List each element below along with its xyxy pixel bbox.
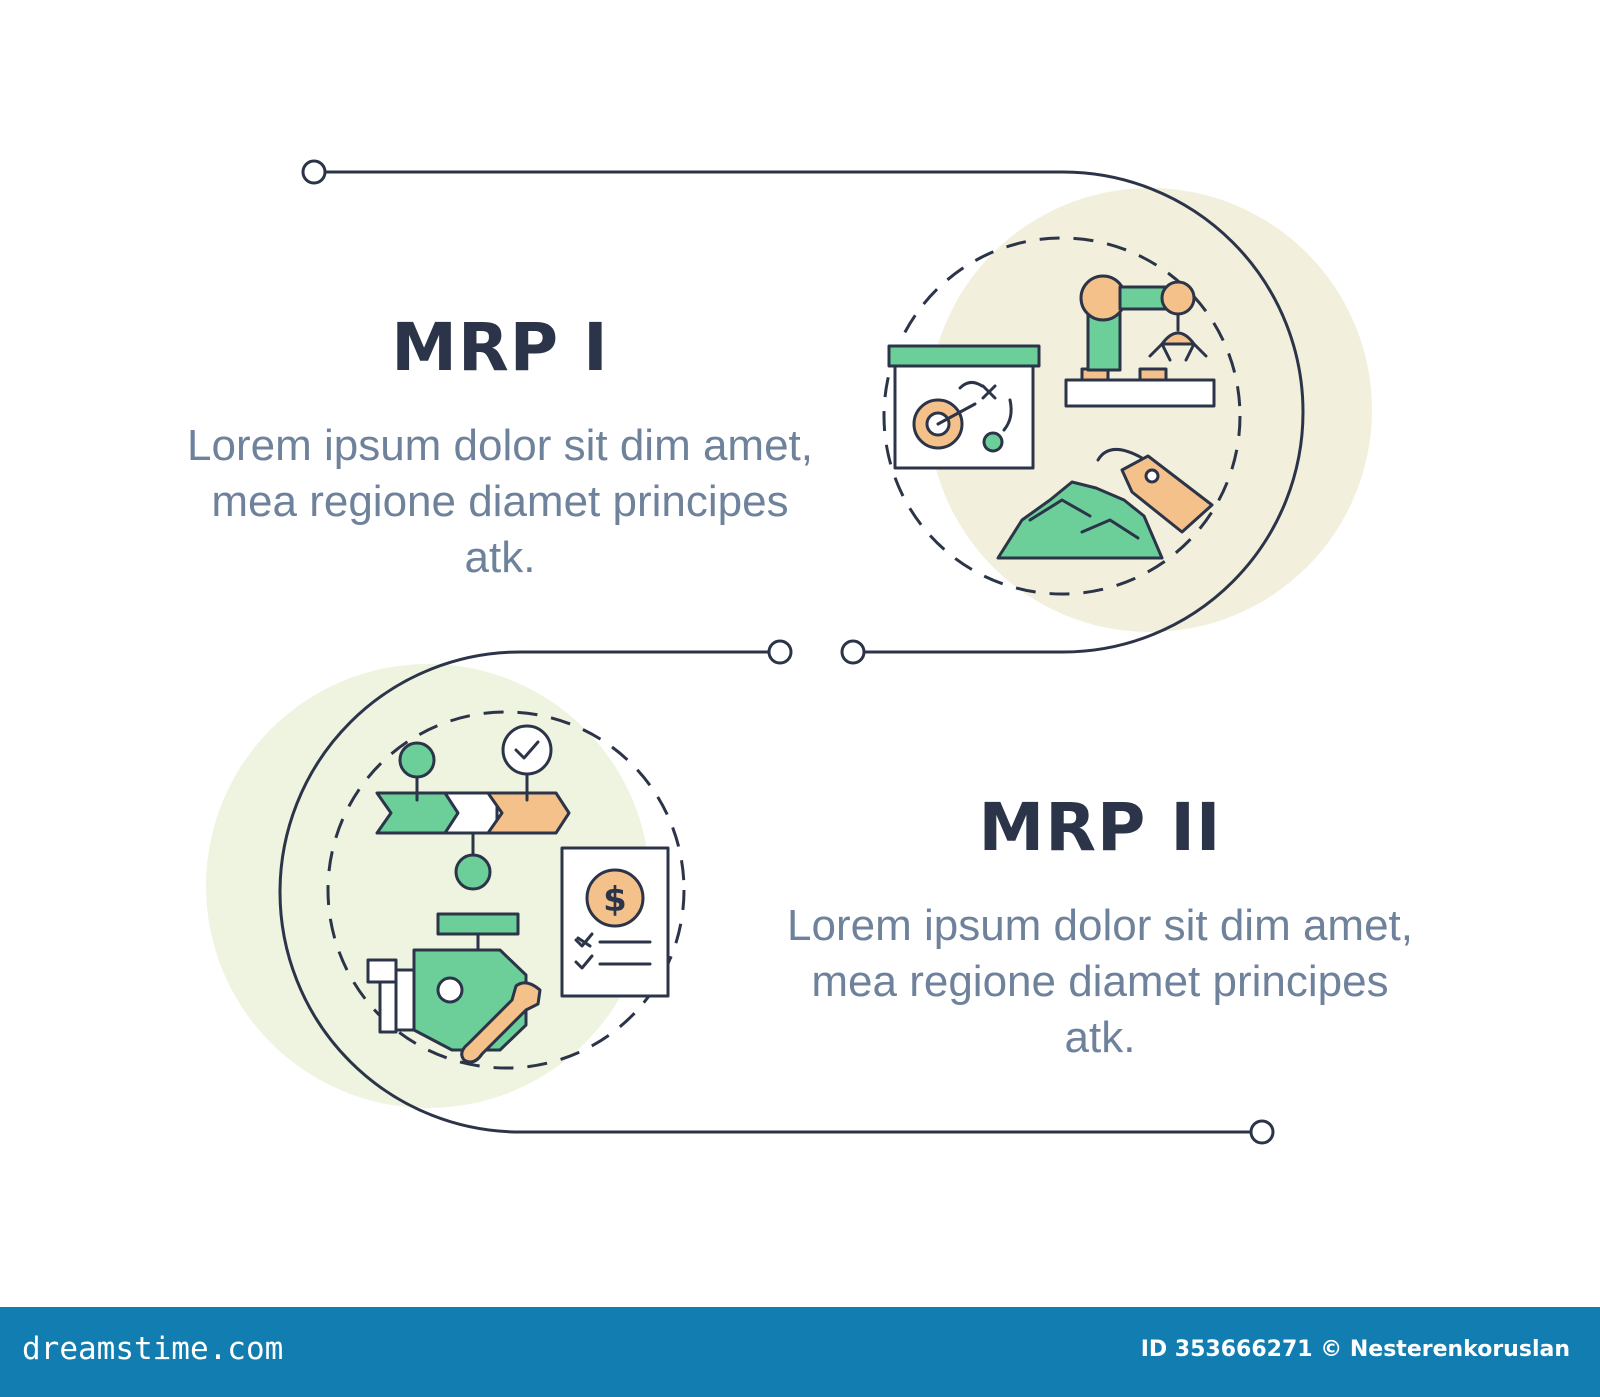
engine-wrench-icon — [366, 912, 542, 1064]
process-flow-engine-cost-document-icon — [366, 724, 670, 1064]
step-1-description: Lorem ipsum dolor sit dim amet, mea regi… — [187, 421, 813, 582]
strategy-board-icon — [887, 344, 1041, 470]
footer-site-logo-text: dreamstime.com — [22, 1331, 284, 1367]
dollar-sign-icon: $ — [603, 880, 627, 920]
timeline-mid-dot-left — [767, 639, 793, 665]
timeline-path-bottom — [278, 650, 1262, 1134]
timeline-mid-dot-right — [840, 639, 866, 665]
step-2-description: Lorem ipsum dolor sit dim amet, mea regi… — [787, 901, 1413, 1062]
cost-document-icon — [560, 846, 670, 998]
step-2-title: MRP II — [978, 789, 1222, 866]
dashed-ring-1 — [882, 236, 1242, 596]
raw-material-pile-icon — [996, 448, 1214, 560]
infographic-artwork: $ — [206, 159, 1372, 1145]
infographic: $ MRP I Lorem ipsum dolor sit dim amet, … — [187, 159, 1413, 1145]
process-flow-icon — [375, 724, 571, 891]
timeline-path-top — [314, 170, 1305, 654]
timeline-end-dot — [1249, 1119, 1275, 1145]
footer-credit: ID 353666271 © Nesterenkoruslan — [1140, 1337, 1570, 1362]
timeline-start-dot — [301, 159, 327, 185]
watermark-footer-bar: dreamstime.com ID 353666271 © Nesterenko… — [0, 1307, 1600, 1397]
robot-arm-icon — [1064, 274, 1216, 408]
factory-robot-arm-strategy-raw-material-icon — [887, 274, 1216, 560]
dashed-ring-2 — [326, 710, 686, 1070]
step-1-title: MRP I — [391, 309, 609, 386]
